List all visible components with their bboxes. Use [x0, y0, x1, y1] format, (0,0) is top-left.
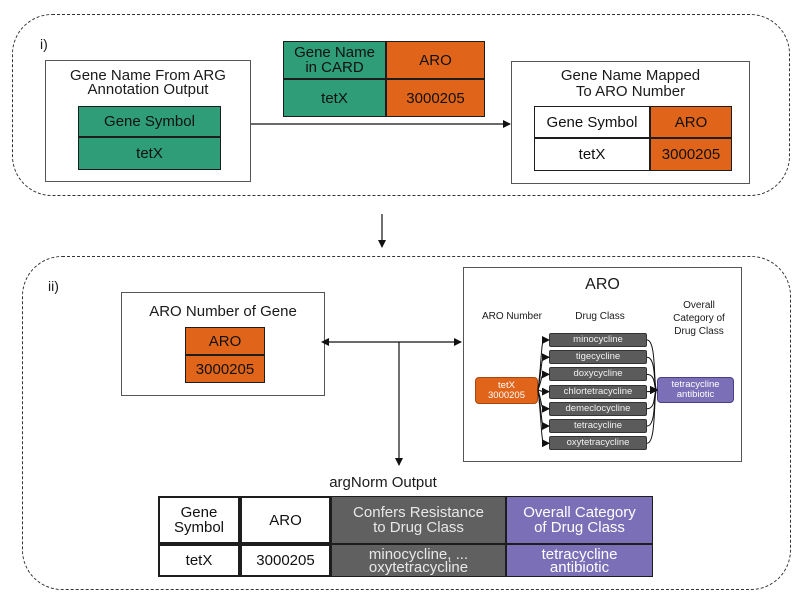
col-overall-line1: Overall	[683, 300, 715, 311]
out-overall-value-line2: antibiotic	[549, 558, 610, 576]
arg-annotation-box: Gene Name From ARG Annotation Output Gen…	[45, 60, 251, 182]
out-confers-value-line1: minocycline, ...	[368, 545, 469, 563]
category-node-line2: antibiotic	[676, 389, 715, 400]
category-node-line1: tetracycline	[671, 379, 720, 390]
col-drug-class-label: Drug Class	[575, 311, 625, 322]
out-gene-symbol-header-line1: Gene	[180, 504, 218, 521]
out-overall-header-line2: of Drug Class	[534, 519, 625, 536]
out-aro-header: ARO	[240, 496, 331, 544]
aro-number-value: 3000205	[185, 355, 265, 383]
card-gene-name-header-line2: in CARD	[305, 59, 364, 76]
drug-class-chlortetracycline: chlortetracycline	[549, 384, 647, 399]
out-gene-symbol-header-line2: Symbol	[173, 519, 225, 536]
category-node: tetracycline antibiotic	[657, 377, 734, 403]
out-confers-value-line2: oxytetracycline	[368, 558, 469, 576]
drug-class-oxytetracycline: oxytetracycline	[549, 436, 647, 451]
mapped-aro-value: 3000205	[650, 138, 732, 171]
aro-node-line2: 3000205	[488, 389, 525, 401]
aro-number-box: ARO Number of Gene ARO 3000205	[121, 292, 325, 396]
arg-annotation-title-line1: Gene Name From ARG	[70, 67, 226, 84]
arg-annotation-title-line2: Annotation Output	[87, 81, 209, 98]
gene-symbol-header: Gene Symbol	[78, 106, 221, 137]
drug-class-minocycline: minocycline	[549, 333, 647, 347]
panel-ii-label: ii)	[48, 278, 59, 294]
card-aro-header: ARO	[386, 41, 485, 79]
out-confers-value: minocycline, ... oxytetracycline	[331, 544, 506, 577]
out-confers-header-line2: to Drug Class	[373, 519, 464, 536]
panel-i	[12, 14, 790, 196]
mapped-aro-box: Gene Name Mapped To ARO Number Gene Symb…	[511, 61, 750, 184]
aro-node-line1: tetX	[498, 379, 515, 391]
col-overall-line2: Category of	[673, 313, 725, 324]
out-aro-value: 3000205	[240, 544, 331, 577]
out-overall-value: tetracycline antibiotic	[506, 544, 653, 577]
argnorm-output-title: argNorm Output	[329, 474, 437, 491]
aro-number-title: ARO Number of Gene	[149, 303, 297, 320]
mapped-aro-title-line2: To ARO Number	[575, 83, 686, 100]
drug-class-doxycycline: doxycycline	[549, 367, 647, 382]
mapped-aro-header: ARO	[650, 106, 732, 138]
card-aro-value: 3000205	[386, 79, 485, 117]
out-confers-header: Confers Resistance to Drug Class	[331, 496, 506, 544]
mapped-aro-title-line1: Gene Name Mapped	[560, 67, 701, 84]
card-gene-name-value: tetX	[283, 79, 386, 117]
out-confers-header-line1: Confers Resistance	[353, 504, 484, 521]
card-gene-name-header-line1: Gene Name	[294, 44, 375, 61]
drug-class-demeclocycline: demeclocycline	[549, 401, 647, 416]
out-gene-symbol-header: Gene Symbol	[158, 496, 240, 544]
aro-node-tetx: tetX 3000205	[475, 377, 538, 404]
card-gene-name-header: Gene Name in CARD	[283, 41, 386, 79]
drug-class-tigecycline: tigecycline	[549, 350, 647, 365]
aro-number-header: ARO	[185, 327, 265, 355]
out-overall-header-line1: Overall Category	[523, 504, 636, 521]
panel-ii	[22, 256, 791, 590]
col-overall-line3: Drug Class	[674, 326, 724, 337]
mapped-gene-symbol-value: tetX	[534, 138, 650, 171]
gene-symbol-value: tetX	[78, 137, 221, 170]
mapped-gene-symbol-header: Gene Symbol	[534, 106, 650, 138]
panel-i-label: i)	[40, 36, 48, 52]
aro-graph-title: ARO	[585, 276, 620, 293]
out-overall-value-line1: tetracycline	[541, 545, 618, 563]
drug-class-tetracycline: tetracycline	[549, 419, 647, 433]
col-aro-number-label: ARO Number	[481, 311, 542, 322]
out-overall-header: Overall Category of Drug Class	[506, 496, 653, 544]
out-gene-symbol-value: tetX	[158, 544, 240, 577]
